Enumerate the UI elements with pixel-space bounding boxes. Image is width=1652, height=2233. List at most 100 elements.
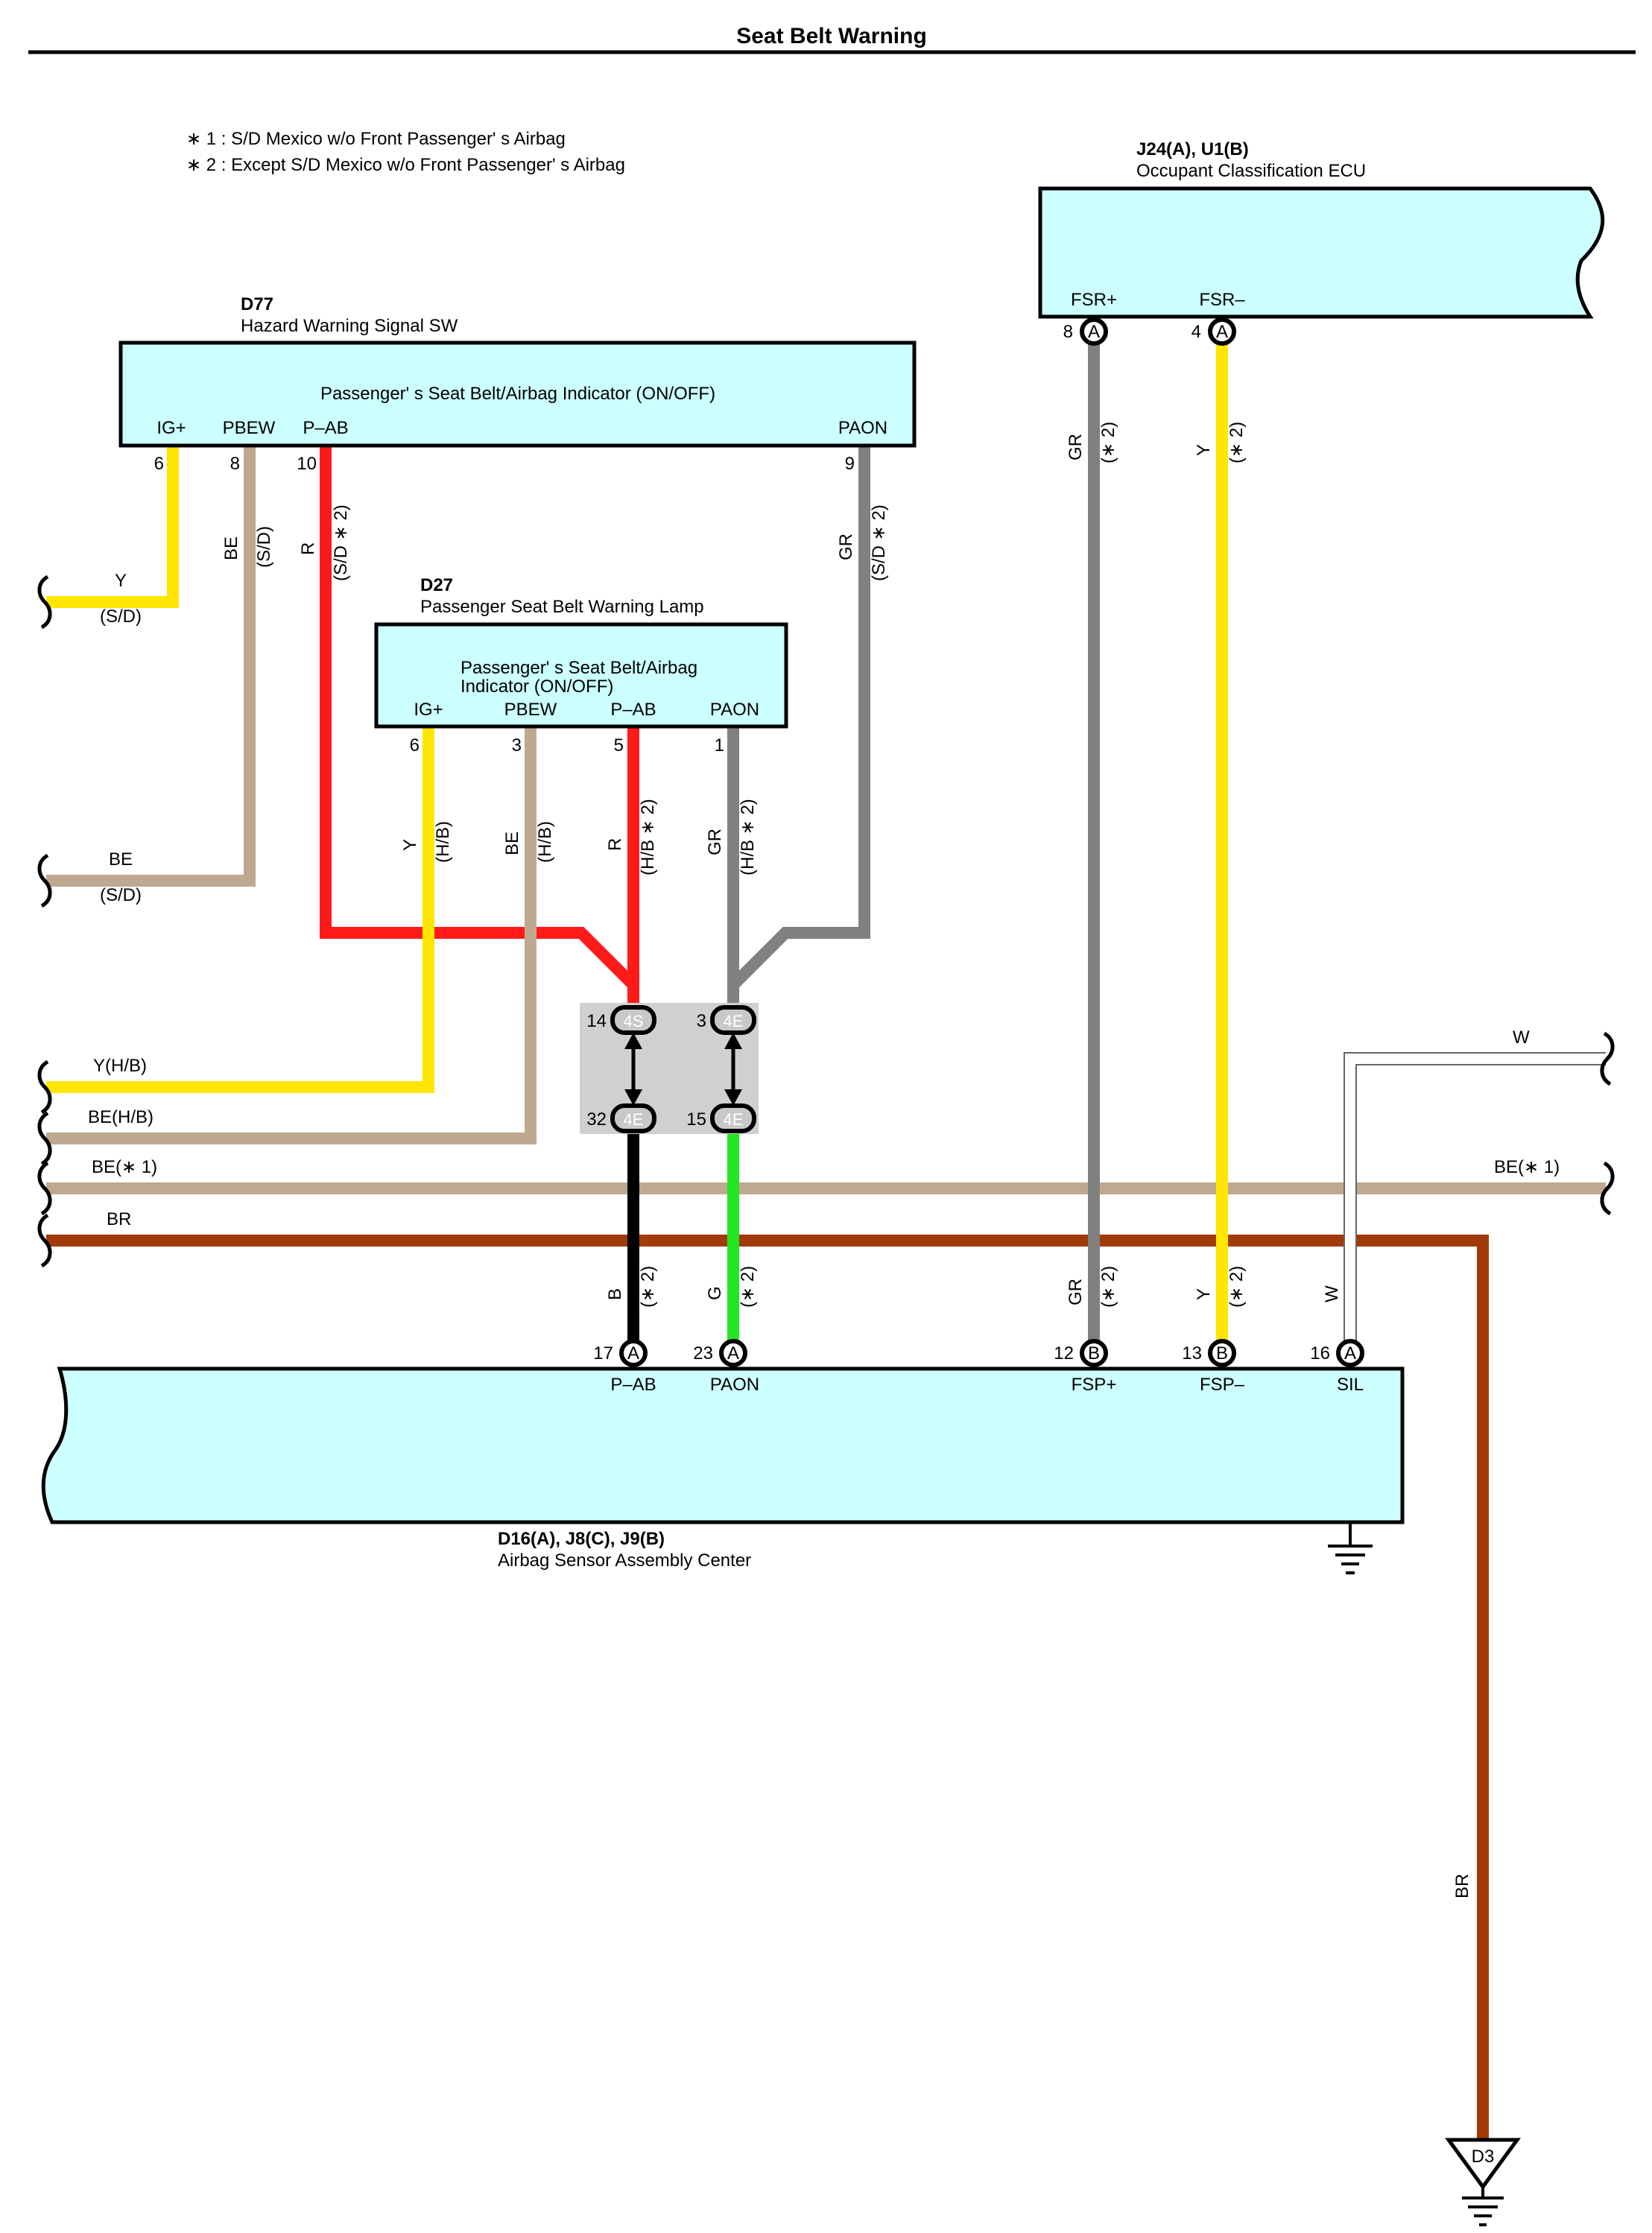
label-low-gr-cond: (∗ 2) <box>1098 1266 1118 1308</box>
component-d77: D77 Hazard Warning Signal SW Passenger' … <box>118 294 917 474</box>
junction-arrow-right-down <box>724 1089 742 1106</box>
plug-4s-top-left-text: 4S <box>624 1012 644 1030</box>
d16-terminal-paon <box>719 1339 747 1367</box>
d27-num-ig: 6 <box>410 735 420 756</box>
label-d27-r: R <box>605 838 625 851</box>
d16-pin-pab: P–AB <box>610 1375 656 1395</box>
plug-4e-bottom-right <box>710 1103 756 1133</box>
plug-4e-bottom-left-text: 4E <box>624 1110 644 1129</box>
d16-conn-fspm: B <box>1216 1343 1228 1363</box>
label-low-w: W <box>1322 1285 1342 1302</box>
junction-num-14: 14 <box>586 1011 607 1031</box>
label-ecu-y: Y <box>1194 444 1214 456</box>
plug-4e-bottom-left <box>610 1103 656 1133</box>
d27-inner-label-2: Indicator (ON/OFF) <box>461 677 613 697</box>
d77-num-ig: 6 <box>154 454 164 474</box>
d3-code: D3 <box>1472 2147 1495 2167</box>
d27-num-pab: 5 <box>614 735 624 756</box>
d3-triangle <box>1445 2138 1521 2191</box>
label-y-sd-cond: (S/D) <box>100 606 142 627</box>
j24-pin-fsrp: FSR+ <box>1071 290 1117 310</box>
label-d27-gr-cond: (H/B ∗ 2) <box>738 799 758 875</box>
d3-ground-icon <box>1462 2187 1504 2226</box>
label-d27-be: BE <box>502 832 522 855</box>
j24-terminal-fsrp <box>1080 317 1108 346</box>
label-low-gr: GR <box>1066 1279 1086 1305</box>
label-d77-r-cond: (S/D ∗ 2) <box>331 504 351 581</box>
d16-conn-sil: A <box>1344 1343 1356 1363</box>
label-low-b-cond: (∗ 2) <box>638 1266 658 1308</box>
label-d77-be-cond: (S/D) <box>254 526 274 568</box>
d16-num-sil: 16 <box>1310 1343 1330 1363</box>
label-be-hb: BE(H/B) <box>88 1107 154 1127</box>
d27-name: Passenger Seat Belt Warning Lamp <box>420 597 704 617</box>
label-ecu-gr: GR <box>1066 434 1086 460</box>
d77-pin-pbew: PBEW <box>223 418 276 438</box>
wire-be-hb <box>46 726 537 1144</box>
d27-inner-label-1: Passenger' s Seat Belt/Airbag <box>461 658 697 678</box>
plug-4e-bottom-right-text: 4E <box>724 1110 744 1129</box>
wire-y-sd <box>46 447 179 608</box>
label-d77-r: R <box>298 542 318 555</box>
label-d27-r-cond: (H/B ∗ 2) <box>638 799 658 875</box>
d16-name: Airbag Sensor Assembly Center <box>498 1551 751 1571</box>
component-d3: D3 <box>1445 2138 1521 2226</box>
label-be-sd-cond: (S/D) <box>100 885 142 905</box>
junction-arrow-left-down <box>624 1089 642 1106</box>
component-j24: J24(A), U1(B) Occupant Classification EC… <box>1038 139 1605 346</box>
label-d27-gr: GR <box>705 829 725 855</box>
label-d27-be-cond: (H/B) <box>535 821 555 863</box>
d16-conn-paon: A <box>727 1343 739 1363</box>
d16-num-fspp: 12 <box>1054 1343 1074 1363</box>
junction-num-15: 15 <box>686 1109 706 1130</box>
wire-y-hb <box>46 726 434 1093</box>
junction-num-32: 32 <box>586 1109 607 1130</box>
d16-terminal-pab <box>619 1339 648 1367</box>
d16-box <box>41 1366 1405 1524</box>
label-low-y: Y <box>1194 1288 1214 1300</box>
d27-pin-pab: P–AB <box>610 700 656 720</box>
d77-num-pbew: 8 <box>230 454 240 474</box>
d27-box <box>374 622 788 729</box>
j24-conn-fsrp: A <box>1088 322 1100 342</box>
junction-arrow-left-up <box>624 1033 642 1049</box>
note-2: ∗ 2 : Except S/D Mexico w/o Front Passen… <box>186 155 625 175</box>
d16-terminal-fspp <box>1080 1339 1108 1367</box>
plug-4e-top-right <box>710 1005 756 1035</box>
d77-pin-ig: IG+ <box>156 418 186 438</box>
note-1: ∗ 1 : S/D Mexico w/o Front Passenger' s … <box>186 129 566 149</box>
label-br-left: BR <box>107 1209 131 1229</box>
j24-name: Occupant Classification ECU <box>1136 161 1366 181</box>
page-title: Seat Belt Warning <box>736 24 927 48</box>
d77-pin-pab: P–AB <box>303 418 348 438</box>
label-w-top: W <box>1513 1027 1530 1048</box>
d77-box <box>118 341 917 448</box>
label-d27-y: Y <box>400 839 420 851</box>
j24-pin-fsrm: FSR– <box>1199 290 1245 310</box>
d16-num-pab: 17 <box>593 1343 613 1363</box>
d77-num-paon: 9 <box>845 454 855 474</box>
j24-num-fsrm: 4 <box>1191 322 1201 342</box>
left-break-marks <box>37 574 52 1268</box>
d77-code: D77 <box>241 294 273 314</box>
d77-name: Hazard Warning Signal SW <box>241 316 458 336</box>
label-y-sd: Y <box>115 571 127 591</box>
wire-be-sd <box>46 447 256 887</box>
d77-inner-label: Passenger' s Seat Belt/Airbag Indicator … <box>320 384 715 404</box>
d77-num-pab: 10 <box>297 454 317 474</box>
component-d16: A A B B A 17 23 12 13 16 P–AB PAON FSP+ … <box>41 1339 1405 1571</box>
j24-num-fsrp: 8 <box>1063 322 1073 342</box>
label-be-sd: BE <box>109 849 133 870</box>
label-ecu-y-cond: (∗ 2) <box>1227 422 1247 463</box>
label-d27-y-cond: (H/B) <box>433 821 453 863</box>
j24-conn-fsrm: A <box>1216 322 1228 342</box>
junction-connector: 4S 4E 4E 4E 14 3 32 15 <box>580 1003 759 1134</box>
d16-pin-fspp: FSP+ <box>1072 1375 1117 1395</box>
d27-pin-paon: PAON <box>710 700 759 720</box>
label-d77-be: BE <box>221 536 241 560</box>
junction-arrow-right-up <box>724 1033 742 1049</box>
ground-icon <box>1328 1522 1373 1574</box>
d27-num-paon: 1 <box>715 735 724 756</box>
d16-pin-fspm: FSP– <box>1200 1375 1245 1395</box>
